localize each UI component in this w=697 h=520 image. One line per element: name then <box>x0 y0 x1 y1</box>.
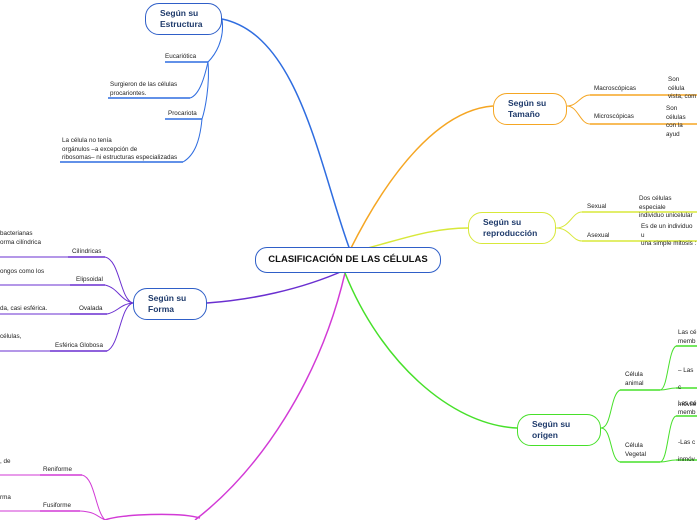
leaf-ovalada-desc: da, casi esférica. <box>0 305 48 312</box>
leaf-animal-desc1: Las cé memb <box>678 329 697 345</box>
leaf-celula-animal[interactable]: Célula animal <box>625 371 644 387</box>
leaf-fusiforme[interactable]: Fusiforme <box>43 502 71 509</box>
leaf-cilindricas[interactable]: Cilíndricas <box>72 248 102 255</box>
branch-reproduccion[interactable]: Según su reproducción <box>468 212 556 244</box>
leaf-eucariotica[interactable]: Eucariótica <box>165 53 197 60</box>
leaf-animal-desc2: – Las c móvile <box>678 367 697 408</box>
leaf-sexual[interactable]: Sexual <box>587 203 607 210</box>
branch-forma[interactable]: Según su Forma <box>133 288 207 320</box>
leaf-cilindricas-desc: bacterianas orma cilíndrica <box>0 230 41 246</box>
leaf-celula-vegetal[interactable]: Célula Vegetal <box>625 442 647 458</box>
central-topic[interactable]: CLASIFICACIÓN DE LAS CÉLULAS <box>255 247 441 273</box>
leaf-reniforme-desc: , de <box>0 458 11 465</box>
leaf-fusiforme-desc: rma <box>0 494 11 501</box>
connector-origen <box>344 272 518 429</box>
leaf-macroscopicas[interactable]: Macroscópicas <box>594 85 636 92</box>
leaf-procariota-desc: La célula no tenía orgánulos –a excepció… <box>62 137 178 161</box>
branch-origen[interactable]: Según su origen <box>517 414 601 446</box>
partial-node-bottom <box>104 513 201 520</box>
leaf-esferica-desc: células, <box>0 333 22 340</box>
leaf-microscopicas-desc: Son células con la ayud <box>666 105 686 138</box>
connector-bottom <box>194 272 346 520</box>
connector-tamano <box>349 105 494 251</box>
leaf-asexual-desc: Es de un individuo u una simple mitosis … <box>641 223 697 247</box>
leaf-reniforme[interactable]: Reniforme <box>43 466 73 473</box>
connector-estructura <box>221 18 351 251</box>
leaf-esferica[interactable]: Esférica Globosa <box>55 342 103 349</box>
leaf-macroscopicas-desc: Son célula vista, com <box>668 76 697 100</box>
leaf-sexual-desc: Dos células especiale individuo unicelul… <box>639 195 693 219</box>
connector-forma <box>206 269 346 304</box>
leaf-vegetal-desc2: -Las c inmóv <box>678 439 696 463</box>
leaf-vegetal-desc1: Las cé memb <box>678 400 697 416</box>
leaf-asexual[interactable]: Asexual <box>587 232 610 239</box>
branch-tamano[interactable]: Según su Tamaño <box>493 93 567 125</box>
leaf-microscopicas[interactable]: Microscópicas <box>594 113 634 120</box>
connector-reproduccion <box>359 227 469 251</box>
leaf-procariota[interactable]: Procariota <box>168 110 197 117</box>
branch-estructura[interactable]: Según su Estructura <box>145 3 222 35</box>
leaf-elipsoidal[interactable]: Elipsoidal <box>76 276 103 283</box>
leaf-elipsoidal-desc: ongos como los <box>0 268 45 275</box>
leaf-surgieron: Surgieron de las células procariontes. <box>110 81 178 97</box>
leaf-ovalada[interactable]: Ovalada <box>79 305 103 312</box>
